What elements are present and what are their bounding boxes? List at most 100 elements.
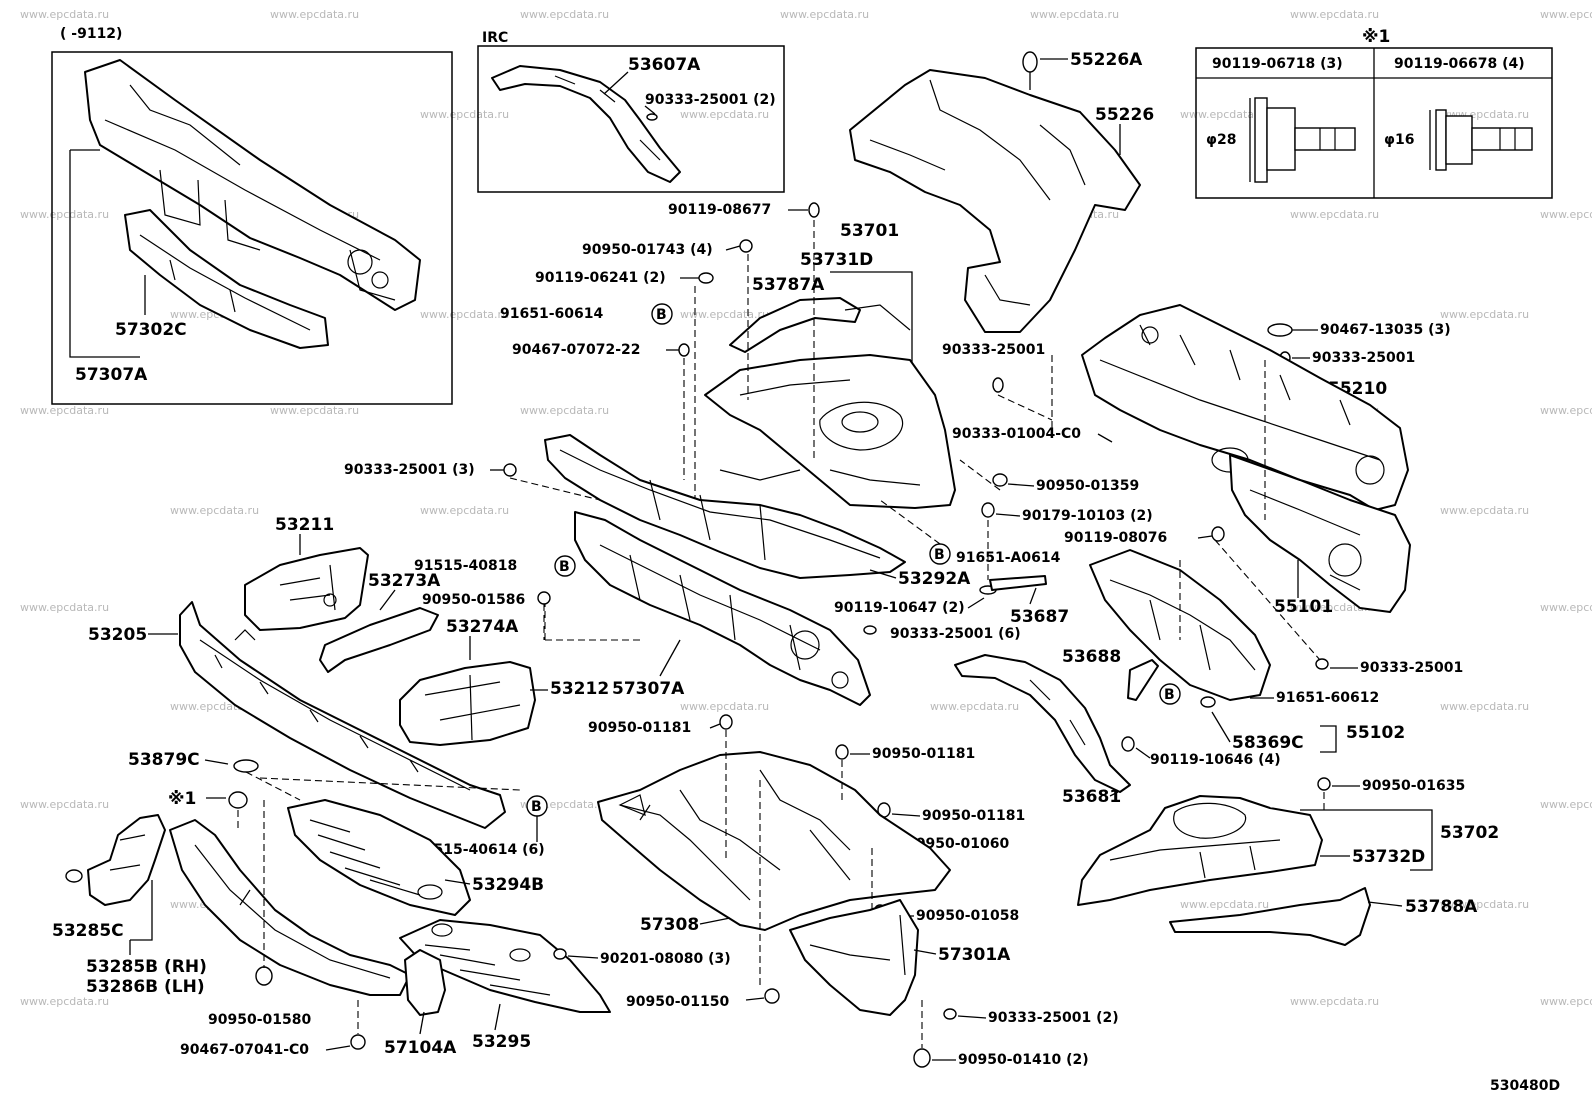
part-53681-brace	[954, 654, 1131, 793]
marker-b: B	[934, 547, 945, 563]
watermark: www.epcdata.ru	[1440, 898, 1529, 911]
watermark: www.epcdata.ru	[20, 8, 109, 21]
irc-brace	[491, 65, 681, 183]
lower-dash-hole	[1328, 543, 1362, 577]
watermark: www.epcdata.ru	[930, 700, 1019, 713]
clip-icon	[913, 1048, 931, 1068]
marker-b: B	[531, 799, 542, 815]
clip-icon	[1200, 696, 1216, 708]
watermark: www.epcdata.ru	[680, 308, 769, 321]
part-label-57301A: 57301A	[938, 945, 1011, 965]
clip-icon	[835, 744, 849, 760]
part-53274A-support	[399, 661, 536, 746]
watermark: www.epcdata.ru	[1180, 108, 1269, 121]
dashed-guide	[997, 394, 1053, 421]
part-label-90467-13035: 90467-13035 (3)	[1320, 322, 1451, 338]
part-57308-member	[597, 751, 951, 931]
part-label-55226: 55226	[1095, 105, 1154, 125]
watermark: www.epcdata.ru	[20, 404, 109, 417]
strut-tower-ring	[819, 401, 904, 451]
support-detail	[424, 674, 521, 741]
lower-dash-detail	[1249, 489, 1361, 591]
watermark: www.epcdata.ru	[270, 8, 359, 21]
watermark: www.epcdata.ru	[520, 404, 609, 417]
group-55226: 55226A 55226	[849, 50, 1154, 333]
bolt-icon	[698, 272, 714, 284]
bracket-line	[1320, 725, 1337, 753]
part-53292A-cowl	[544, 434, 906, 579]
leader-line	[913, 949, 937, 955]
marker-b-icon	[651, 303, 673, 325]
clip-icon	[65, 869, 83, 883]
part-53688-rod	[1127, 659, 1159, 701]
part-label-90950-01586: 90950-01586	[422, 592, 525, 608]
part-label-90950-01181: 90950-01181	[588, 720, 691, 736]
dashed-guide	[509, 477, 601, 501]
watermark: www.epcdata.ru	[780, 8, 869, 21]
leader-line	[1029, 587, 1037, 605]
dashed-guide	[245, 771, 301, 801]
dashed-guide	[879, 499, 941, 545]
irc-brace-detail	[554, 75, 661, 161]
part-53205-upper-support	[179, 601, 506, 829]
group-53701: 90119-08677 53701 90950-01743 (4) 53731D…	[500, 202, 956, 540]
cover-hole	[417, 884, 443, 900]
bracket-line	[130, 880, 153, 941]
bolt-icon	[808, 202, 820, 218]
apron-detail	[1109, 839, 1281, 879]
inset-hole	[371, 271, 389, 289]
marker-b: B	[656, 307, 667, 323]
part-label-55101: 55101	[1274, 597, 1333, 617]
part-label-90950-01058: 90950-01058	[916, 908, 1019, 924]
part-label-90333-25001-3: 90333-25001 (3)	[344, 462, 475, 478]
part-53787A-brace	[729, 297, 861, 353]
watermark: www.epcdata.ru	[1180, 898, 1269, 911]
leader-line	[1211, 711, 1231, 743]
clip-icon	[1267, 323, 1293, 337]
leader-line	[967, 597, 985, 609]
part-label-90467-07041-C0: 90467-07041-C0	[180, 1042, 309, 1058]
part-label-53292A: 53292A	[898, 569, 971, 589]
watermark: www.epcdata.ru	[1540, 995, 1592, 1008]
marker-b-icon	[1159, 683, 1181, 705]
part-label-53687: 53687	[1010, 607, 1069, 627]
part-label-53212: 53212	[550, 679, 609, 699]
cowl-side-detail	[1109, 579, 1256, 671]
support-tab	[234, 629, 256, 641]
watermark: www.epcdata.ru	[20, 601, 109, 614]
part-label-53607A: 53607A	[628, 55, 701, 75]
leader-line	[745, 997, 765, 1001]
watermark: www.epcdata.ru	[1290, 8, 1379, 21]
leader-line	[891, 813, 921, 817]
part-53295-cover	[399, 919, 611, 1013]
watermark: www.epcdata.ru	[170, 504, 259, 517]
inset-cowl-detail	[104, 84, 396, 301]
dash-hole	[1355, 455, 1385, 485]
bolt-shank	[1294, 127, 1356, 151]
strut-hole	[841, 411, 879, 433]
bracket-line	[1300, 809, 1433, 871]
clip-icon	[1317, 777, 1331, 791]
group-53702: 90950-01635 53702 53732D 53788A	[1077, 777, 1499, 946]
ref-bolt-part-2: 90119-06678 (4)	[1394, 56, 1525, 72]
bracket-hole	[323, 593, 337, 607]
watermark: www.epcdata.ru	[20, 995, 109, 1008]
part-label-91651-A0614: 91651-A0614	[956, 550, 1061, 566]
part-label-90950-01410: 90950-01410 (2)	[958, 1052, 1089, 1068]
support-detail	[194, 844, 391, 979]
clip-icon	[537, 591, 551, 605]
bracket-line	[830, 271, 913, 400]
part-label-53295: 53295	[472, 1032, 531, 1052]
part-label-53879C: 53879C	[128, 750, 200, 770]
irc-frame	[477, 45, 785, 193]
clip-icon	[350, 1034, 366, 1050]
part-label-53205: 53205	[88, 625, 147, 645]
inset-reinforcement-detail	[139, 234, 311, 331]
flange-bolt-icon: φ16	[1384, 109, 1533, 171]
watermark: www.epcdata.ru	[1540, 404, 1592, 417]
apron-tower-ring	[1173, 802, 1247, 839]
leader-line	[957, 1015, 987, 1019]
marker-b: B	[1164, 687, 1175, 703]
part-label-53731D: 53731D	[800, 250, 873, 270]
part-label-90333-25001: 90333-25001	[1312, 350, 1415, 366]
